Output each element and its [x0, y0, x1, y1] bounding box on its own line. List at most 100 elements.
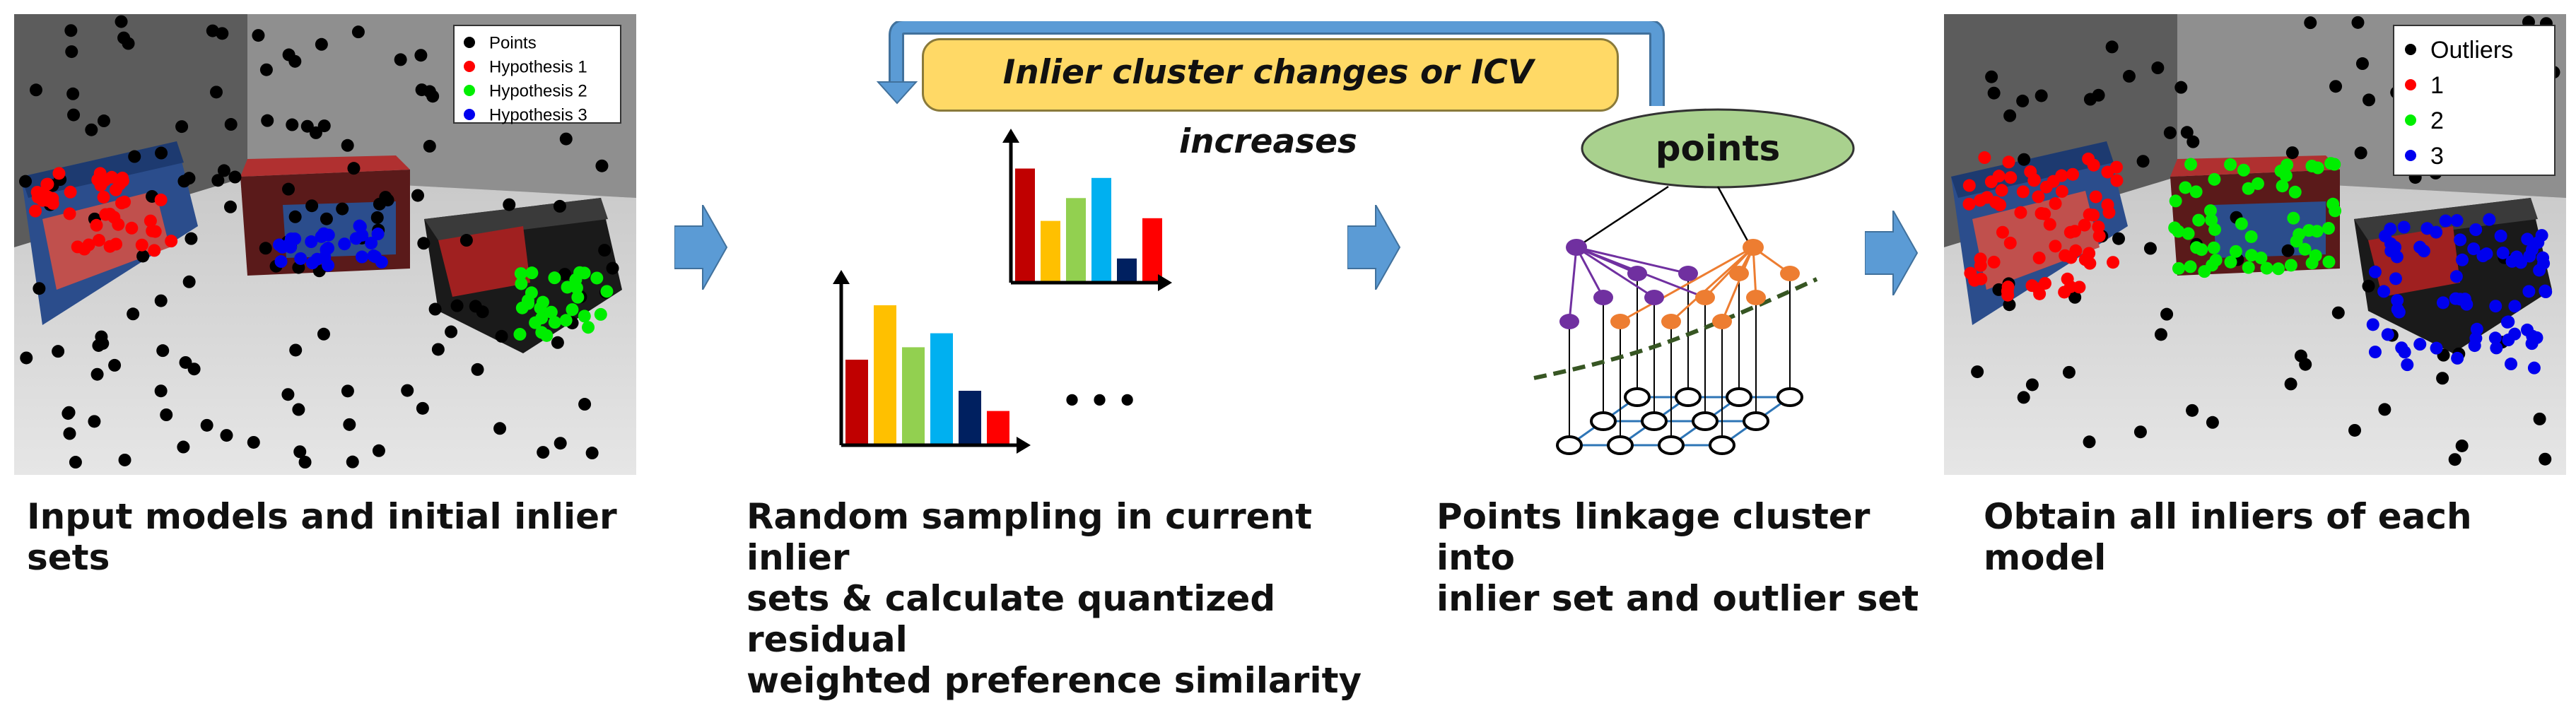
outlier-point: [282, 182, 295, 196]
outlier-point: [2354, 146, 2367, 160]
inlier-point: [2055, 184, 2068, 198]
outlier-point: [595, 159, 609, 172]
caption-line: weighted preference similarity: [747, 660, 1362, 701]
outlier-point: [343, 418, 356, 431]
outlier-point: [293, 445, 307, 459]
inlier-point: [2480, 247, 2493, 261]
inlier-point: [148, 244, 161, 257]
inlier-node: [1678, 266, 1698, 281]
legend-marker: [2405, 114, 2416, 126]
inlier-point: [2033, 287, 2047, 300]
legend-label: 3: [2430, 143, 2444, 170]
outlier-point: [317, 327, 330, 341]
outlier-point: [2143, 242, 2157, 255]
inlier-point: [113, 177, 127, 191]
outlier-point: [62, 407, 75, 420]
inlier-point: [2092, 220, 2105, 234]
outlier-point: [336, 202, 349, 216]
inlier-point: [535, 312, 549, 325]
inlier-point: [2002, 155, 2015, 169]
legend-label: 1: [2430, 72, 2444, 99]
outlier-point: [69, 456, 82, 469]
inlier-point: [600, 285, 614, 298]
inlier-point: [52, 167, 66, 180]
outlier-point: [341, 139, 354, 152]
inlier-point: [1984, 175, 1998, 189]
outlier-point: [2017, 391, 2030, 404]
outlier-point: [19, 175, 33, 188]
outlier-point: [154, 384, 168, 398]
inlier-point: [2078, 253, 2092, 266]
outlier-node: [1729, 266, 1749, 281]
inlier-point: [2195, 243, 2208, 257]
outlier-point: [401, 384, 414, 397]
inlier-point: [590, 271, 604, 285]
outlier-point: [2003, 298, 2016, 312]
inlier-point: [2035, 206, 2048, 220]
outlier-point: [2068, 290, 2082, 304]
histogram-large: [833, 270, 1031, 454]
outlier-point: [2186, 403, 2199, 417]
outlier-point: [2281, 244, 2295, 257]
inlier-point: [2397, 220, 2411, 234]
inlier-point: [2087, 208, 2100, 222]
outlier-point: [2436, 372, 2449, 385]
outlier-point: [2304, 16, 2317, 30]
outlier-point: [2062, 365, 2076, 379]
inlier-point: [93, 167, 107, 180]
inlier-point: [2430, 341, 2443, 355]
histogram-bar: [1142, 218, 1162, 283]
inlier-point: [578, 266, 591, 280]
cluster-edge: [1575, 247, 1605, 298]
outlier-point: [2112, 232, 2126, 245]
inlier-point: [2203, 204, 2217, 218]
outlier-point: [2083, 435, 2096, 449]
outlier-point: [450, 299, 464, 312]
inlier-point: [103, 240, 117, 253]
outlier-point: [64, 24, 78, 37]
outlier-node: [1780, 266, 1800, 281]
inlier-point: [356, 250, 369, 264]
outlier-point: [259, 242, 272, 255]
caption-line: sets & calculate quantized residual: [747, 578, 1276, 660]
inlier-point: [2032, 252, 2046, 265]
outlier-point: [2154, 328, 2167, 341]
inlier-point: [276, 240, 289, 254]
inlier-point: [2224, 158, 2237, 171]
outlier-point: [606, 261, 619, 275]
outlier-point: [598, 244, 611, 257]
outlier-point: [1971, 365, 1984, 379]
flow-arrow-3: [1865, 211, 1919, 295]
inlier-point: [2322, 255, 2336, 269]
inlier-point: [1989, 196, 2003, 209]
outlier-point: [292, 403, 305, 416]
inlier-point: [569, 273, 582, 286]
inlier-point: [2184, 158, 2198, 171]
outlier-point: [537, 446, 550, 459]
inlier-point: [338, 237, 351, 251]
inlier-point: [1996, 225, 2009, 239]
inlier-point: [2521, 232, 2534, 246]
inlier-point: [2368, 265, 2382, 278]
outlier-point: [2351, 16, 2365, 29]
outlier-point: [2206, 416, 2219, 429]
outlier-point: [493, 422, 507, 435]
inlier-point: [2328, 158, 2341, 171]
inlier-point: [2451, 351, 2464, 365]
caption-random-sampling: Random sampling in current inlier sets &…: [747, 496, 1383, 701]
inlier-point: [41, 194, 54, 207]
outlier-point: [2035, 89, 2048, 102]
outlier-point: [426, 90, 440, 103]
outlier-point: [128, 150, 141, 163]
histogram-bar: [874, 305, 896, 445]
legend-label: Points: [489, 33, 537, 52]
outlier-point: [471, 363, 484, 376]
outlier-point: [317, 119, 331, 133]
inlier-node: [1559, 314, 1579, 329]
inlier-point: [2453, 293, 2466, 306]
outlier-point: [20, 351, 33, 365]
inlier-point: [1987, 255, 2001, 269]
